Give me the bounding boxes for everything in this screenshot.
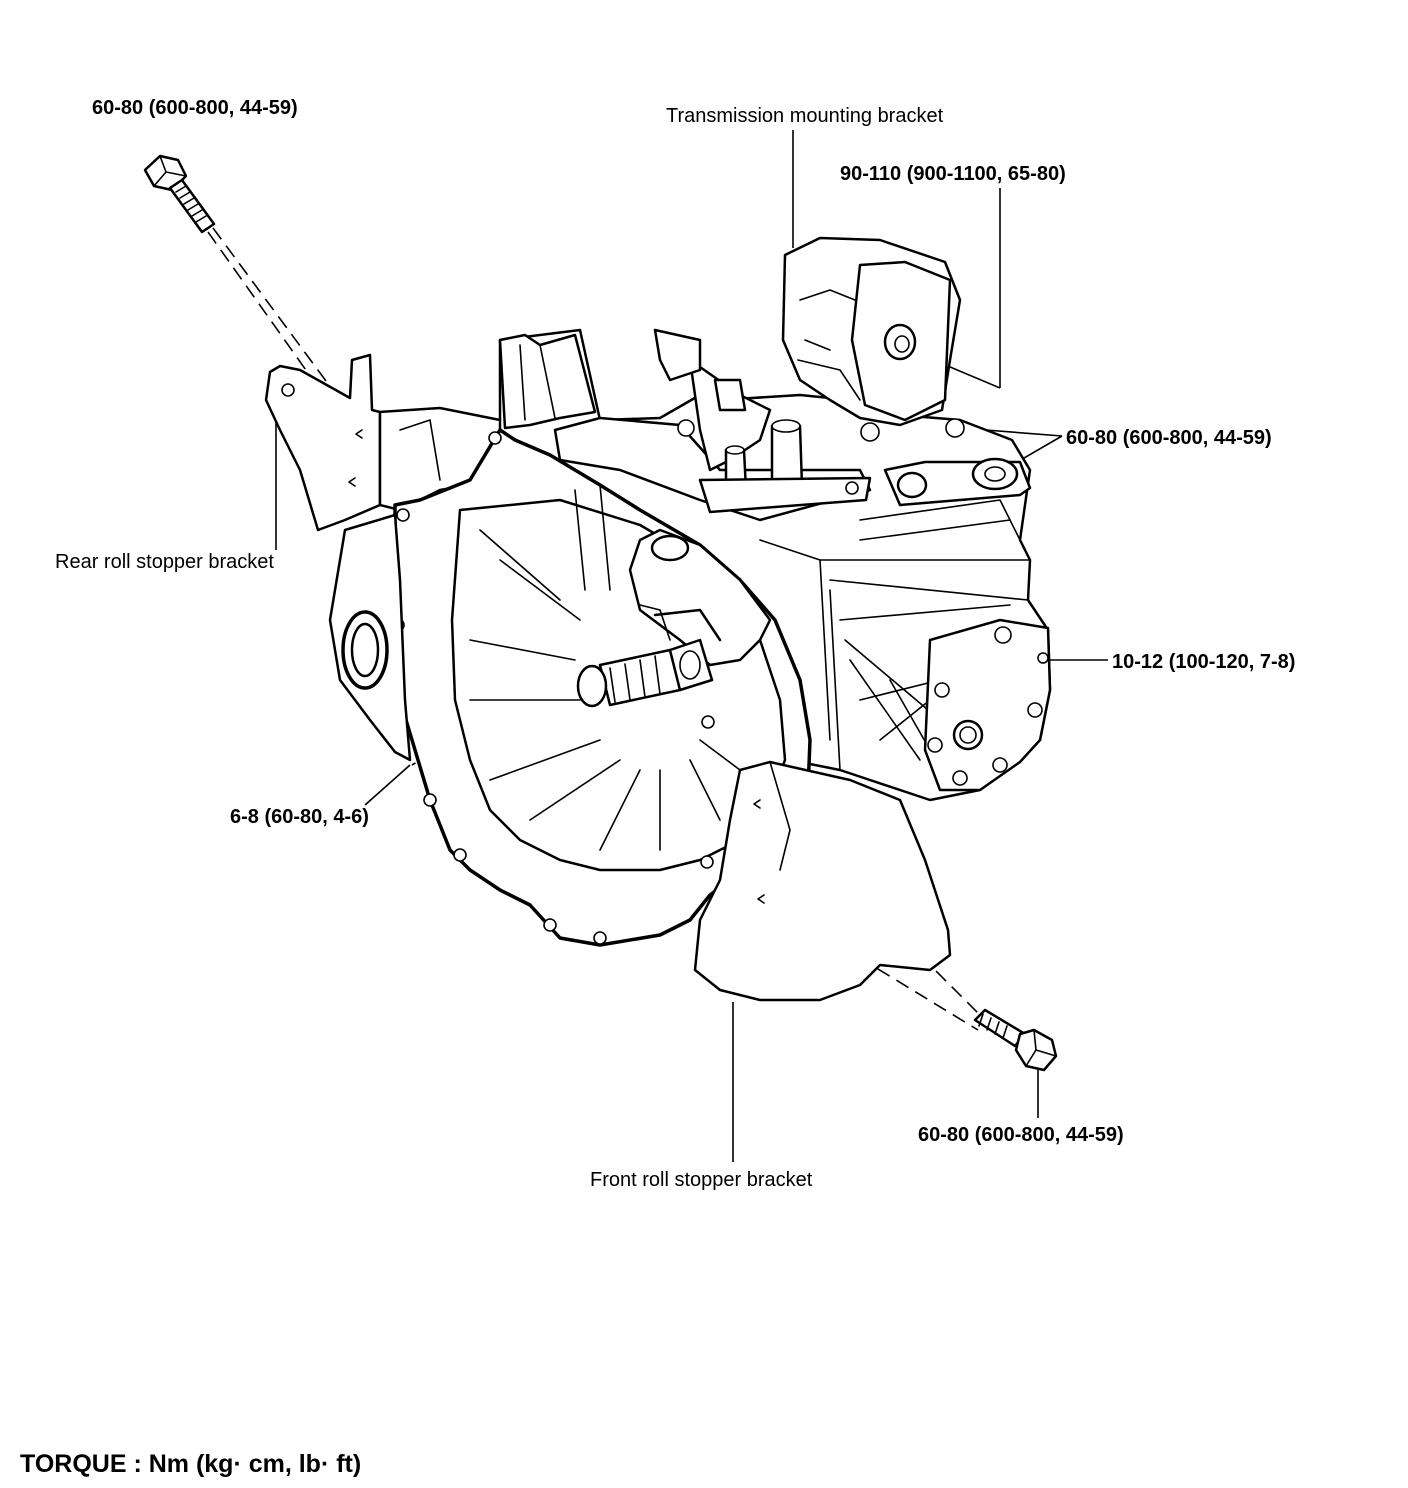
label-housing-bolt: 6-8 (60-80, 4-6) — [230, 806, 369, 828]
label-front-roll-stopper-bracket: Front roll stopper bracket — [590, 1169, 813, 1191]
transmission-mounting-bracket — [781, 236, 962, 427]
upper-lug — [498, 333, 597, 430]
side-seal — [328, 513, 412, 762]
top-case-features — [553, 328, 1032, 522]
label-bracket-bolts-right: 60-80 (600-800, 44-59) — [1066, 427, 1272, 449]
torque-units-footer: TORQUE : Nm (kg· cm, lb· ft) — [20, 1450, 362, 1478]
label-bolt-bottom-right: 60-80 (600-800, 44-59) — [918, 1124, 1124, 1146]
label-rear-roll-stopper-bracket: Rear roll stopper bracket — [55, 551, 274, 573]
bolt-bottom-right — [973, 1008, 1058, 1072]
bolt-top-left — [143, 154, 216, 234]
input-shaft — [576, 528, 772, 708]
label-cover-bolt: 10-12 (100-120, 7-8) — [1112, 651, 1296, 673]
label-mount-bolt: 90-110 (900-1100, 65-80) — [840, 163, 1066, 185]
label-transmission-mounting-bracket: Transmission mounting bracket — [666, 105, 944, 127]
label-bolt-top-left: 60-80 (600-800, 44-59) — [92, 97, 298, 119]
front-roll-stopper-bracket — [693, 760, 952, 1002]
